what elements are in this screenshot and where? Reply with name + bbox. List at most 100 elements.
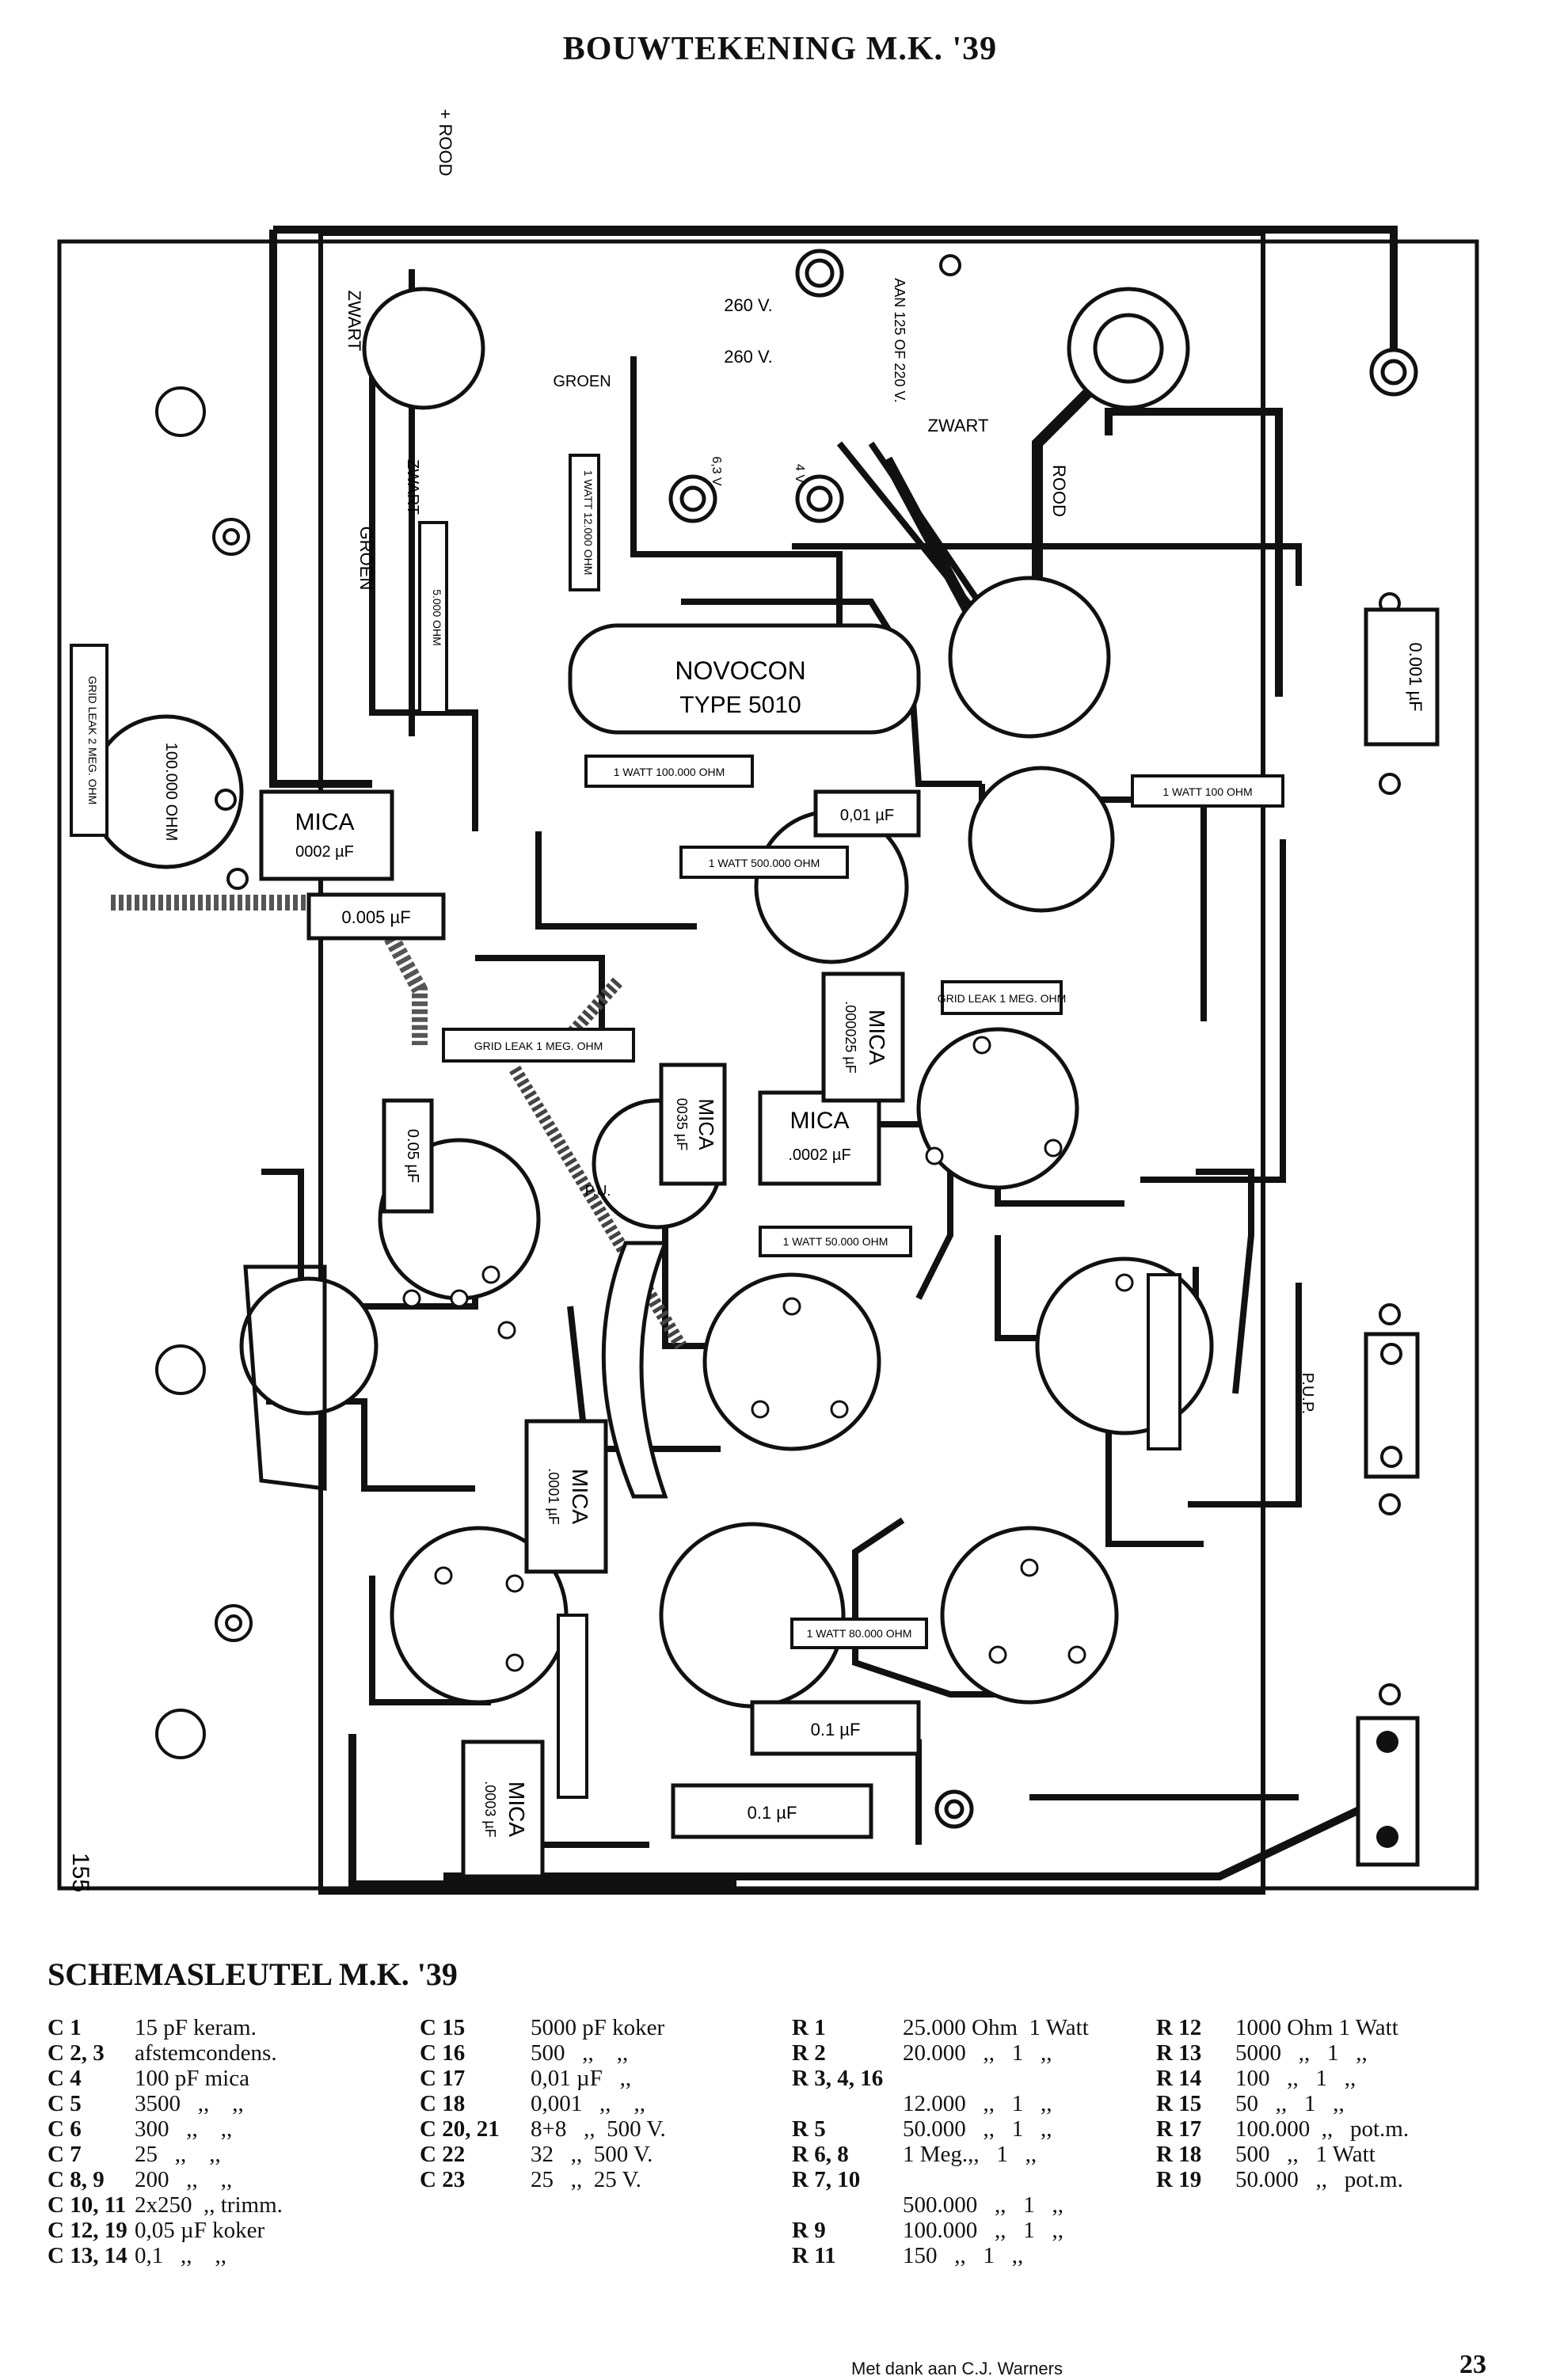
res-50000-label: 1 WATT 50.000 OHM [783,1235,888,1248]
key-value: 25.000 Ohm 1 Watt [903,2015,1089,2040]
key-value: 100 ,, 1 ,, [1235,2066,1356,2091]
key-row: 12.000 ,, 1 ,, [792,2091,1089,2116]
key-id: C 5 [48,2091,82,2116]
key-id: C 18 [420,2091,466,2116]
key-id: C 2, 3 [48,2040,105,2066]
key-value: 3500 ,, ,, [135,2091,244,2116]
key-value: 25 ,, ,, [135,2142,221,2167]
mica-a-value: 0002 µF [295,843,354,861]
key-id: R 1 [792,2015,826,2040]
key-row: R 7, 10 [792,2167,1089,2192]
key-id: C 8, 9 [48,2167,105,2192]
key-row: R 19 50.000 ,, pot.m. [1156,2167,1409,2192]
key-value: 1 Meg.,, 1 ,, [903,2142,1037,2167]
key-row: C 15 5000 pF koker [420,2015,666,2040]
key-row: C 4 100 pF mica [48,2066,283,2091]
key-row: C 2, 3 afstemcondens. [48,2040,283,2066]
key-value: 5000 pF koker [531,2015,665,2040]
key-id: C 6 [48,2116,82,2142]
key-id: R 6, 8 [792,2142,849,2167]
key-id: R 14 [1156,2066,1202,2091]
res-100000-label: 1 WATT 100.000 OHM [614,766,725,778]
page-number: 23 [1459,2350,1486,2379]
wire-4v: 4 V [793,464,806,483]
key-value: 50 ,, 1 ,, [1235,2091,1345,2116]
mica-d-name: MICA [568,1469,592,1524]
wire-260v-a: 260 V. [724,295,773,315]
key-id: C 4 [48,2066,82,2091]
mica-e-value: .0003 µF [482,1781,498,1837]
wire-aan: AAN 125 OF 220 V. [892,278,907,402]
novocon-type: TYPE 5010 [679,692,801,718]
res-12000-label: 1 WATT 12.000 OHM [582,470,595,576]
page-mark: 155 [67,1853,93,1892]
terminal-lugs [212,518,253,1642]
novocon-name: NOVOCON [675,656,805,685]
mica-e-name: MICA [504,1781,529,1837]
gridleak-a-label: GRID LEAK 1 MEG. OHM [474,1040,603,1052]
cap-001-label: 0,01 µF [840,807,894,824]
key-id [792,2192,903,2218]
key-id: R 2 [792,2040,826,2066]
cap-005-label: 0.05 µF [404,1129,421,1183]
pot-label: 100.000 OHM [162,743,180,842]
key-value: 300 ,, ,, [135,2116,233,2142]
tube-sockets [239,287,1214,1709]
wire-pup-a: P.U.P. [1299,1373,1316,1415]
key-row: R 14 100 ,, 1 ,, [1156,2066,1409,2091]
key-id: R 13 [1156,2040,1202,2066]
cap-0005-label: 0.005 µF [341,907,410,927]
key-id: C 16 [420,2040,466,2066]
wavechange-switch [243,1264,327,1491]
mica-b-value: .0002 µF [788,1146,850,1164]
key-value: 12.000 ,, 1 ,, [903,2091,1052,2116]
wire-zwart-a: ZWART [344,291,364,352]
key-row: C 5 3500 ,, ,, [48,2091,283,2116]
page-title: BOUWTEKENING M.K. '39 [562,31,998,67]
res-100-label: 1 WATT 100 OHM [1162,785,1252,798]
key-value: 15 pF keram. [135,2015,257,2040]
key-value: 2x250 ,, trimm. [135,2192,283,2218]
mica-a-name: MICA [295,809,355,835]
res-5000-label: 5.000 OHM [431,589,443,646]
mica-c-name: MICA [865,1009,889,1065]
key-value: 50.000 ,, 1 ,, [903,2116,1052,2142]
key-value: 100 pF mica [135,2066,249,2091]
key-value: 200 ,, ,, [135,2167,233,2192]
key-id: C 20, 21 [420,2116,500,2142]
cap-0001-label: 0.001 µF [1406,642,1425,711]
key-row: C 23 25 ,, 25 V. [420,2167,666,2192]
wire-zwart-b: ZWART [404,459,421,515]
mica-f-value: 0035 µF [674,1098,690,1150]
key-id: R 19 [1156,2167,1202,2192]
key-id [792,2091,903,2116]
key-value: 25 ,, 25 V. [531,2167,641,2192]
mica-b-name: MICA [790,1108,850,1134]
key-id: C 15 [420,2015,466,2040]
key-value: 1000 Ohm 1 Watt [1235,2015,1398,2040]
paper-capacitors [306,607,1440,1839]
key-title: SCHEMASLEUTEL M.K. '39 [48,1956,458,1992]
key-value: afstemcondens. [135,2040,277,2066]
key-value: 500 ,, ,, [531,2040,629,2066]
key-id: C 23 [420,2167,466,2192]
gridleak-b-label: GRID LEAK 1 MEG. OHM [938,992,1067,1005]
key-value: 50.000 ,, pot.m. [1235,2167,1403,2192]
key-value: 150 ,, 1 ,, [903,2243,1024,2268]
cap-01b-label: 0.1 µF [748,1803,797,1823]
cap-01a-label: 0.1 µF [811,1720,861,1739]
